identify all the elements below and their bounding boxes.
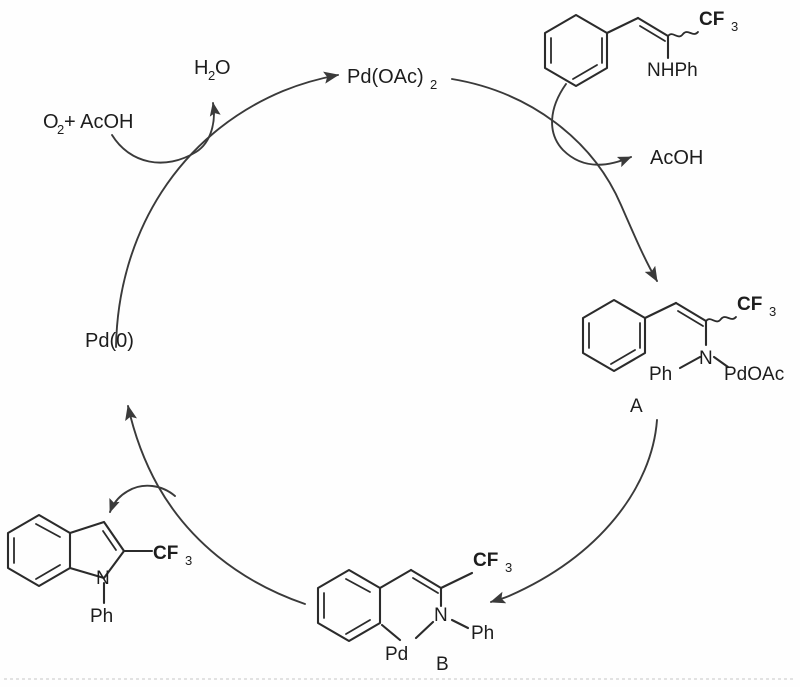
cycle-arc-regeneration xyxy=(115,71,340,348)
label-pd-zero: Pd(0) xyxy=(85,330,134,352)
acoh-released-text: AcOH xyxy=(650,147,703,169)
product-release-curved-arrow xyxy=(109,484,176,513)
intermediate-a-palladium-label: PdOAc xyxy=(724,364,784,385)
intermediate-b-cf3-label: CF xyxy=(473,550,498,571)
substrate-cf3-subscript: 3 xyxy=(731,19,738,34)
substrate-entry-curved-arrow xyxy=(551,83,632,168)
water-subscript: 2 xyxy=(208,68,215,83)
product-nitrogen-label: N xyxy=(96,568,110,589)
intermediate-b-structure: CF 3 N Ph Pd B xyxy=(316,550,512,675)
intermediate-b-nitrogen-label: N xyxy=(434,605,448,626)
cycle-arc-cyclopalladation xyxy=(489,419,658,604)
intermediate-a-benzene-ring xyxy=(581,298,647,373)
intermediate-b-cf3-subscript: 3 xyxy=(505,560,512,575)
label-water: H 2 O xyxy=(194,57,231,83)
intermediate-a-identifier: A xyxy=(630,396,643,417)
label-oxidant: O 2 + AcOH xyxy=(43,111,133,137)
substrate-structure: CF 3 NHPh xyxy=(543,9,738,88)
intermediate-a-structure: CF 3 N Ph PdOAc A xyxy=(581,294,784,417)
product-indole-structure: CF 3 N Ph xyxy=(6,513,192,627)
water-h: H xyxy=(194,57,208,79)
intermediate-a-cf3-label: CF xyxy=(737,294,762,315)
cycle-arc-reductive-elimination xyxy=(125,404,306,605)
water-o: O xyxy=(215,57,231,79)
oxidant-o2: O xyxy=(43,111,59,133)
product-cf3-subscript: 3 xyxy=(185,553,192,568)
intermediate-b-palladium-label: Pd xyxy=(385,644,408,665)
substrate-cf3-label: CF xyxy=(699,9,724,30)
product-cf3-label: CF xyxy=(153,543,178,564)
pd-oac2-text: Pd(OAc) xyxy=(347,66,424,88)
reoxidation-curved-arrow xyxy=(111,102,221,164)
intermediate-b-phenyl-label: Ph xyxy=(471,623,494,644)
label-pd-oac2: Pd(OAc) 2 xyxy=(347,66,437,92)
intermediate-b-benzene-ring xyxy=(316,568,382,643)
intermediate-a-nitrogen-label: N xyxy=(699,348,713,369)
substrate-nhph-label: NHPh xyxy=(647,60,698,81)
intermediate-a-phenyl-label: Ph xyxy=(649,364,672,385)
intermediate-a-cf3-subscript: 3 xyxy=(769,304,776,319)
oxidant-o2-subscript: 2 xyxy=(57,122,64,137)
product-phenyl-label: Ph xyxy=(90,606,113,627)
label-acoh-released: AcOH xyxy=(650,147,703,169)
intermediate-b-identifier: B xyxy=(436,654,449,675)
oxidant-acoh: + AcOH xyxy=(64,111,133,133)
pd-zero-text: Pd(0) xyxy=(85,330,134,352)
substrate-benzene-ring xyxy=(543,13,609,88)
pd-oac2-subscript: 2 xyxy=(430,77,437,92)
cycle-arc-ligand-exchange xyxy=(451,78,658,282)
product-benzene-ring xyxy=(6,513,72,588)
